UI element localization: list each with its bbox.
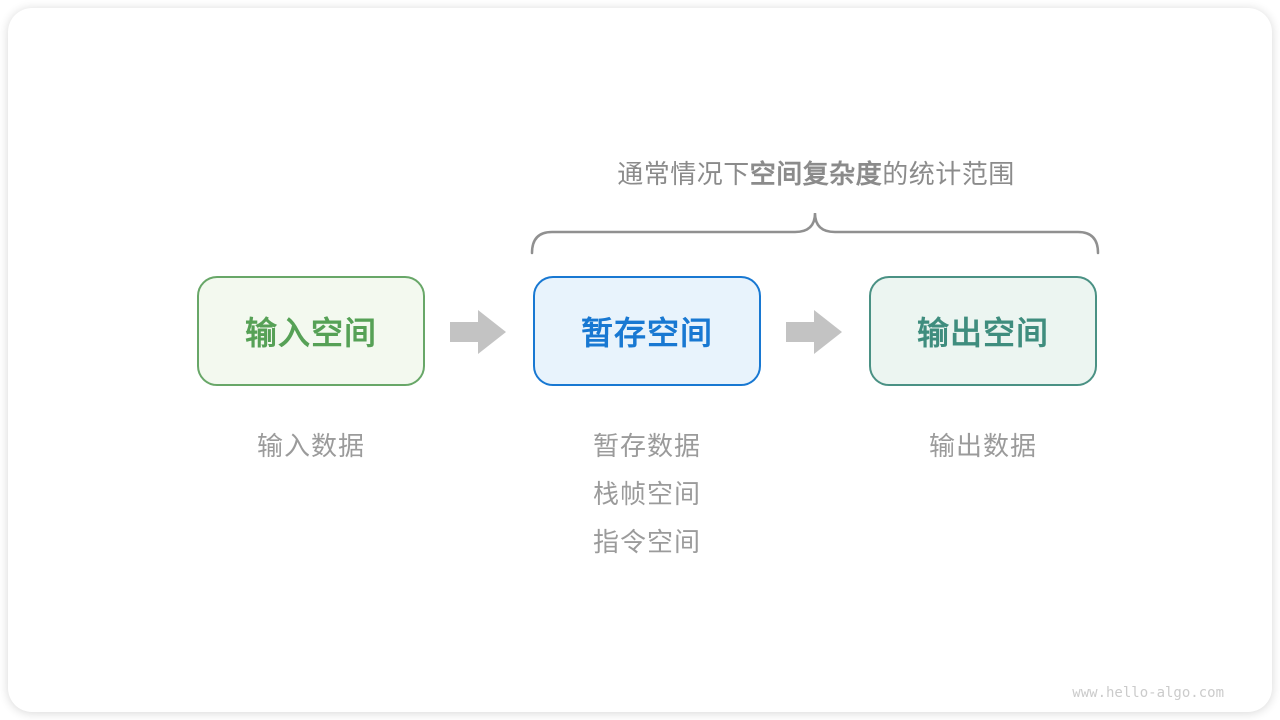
caption-output-column: 输出数据 (869, 431, 1097, 479)
node-buffer-space-label: 暂存空间 (580, 315, 713, 351)
caption-input-column: 输入数据 (197, 431, 425, 479)
watermark-url: www.hello-algo.com (1072, 685, 1224, 701)
scope-brace (530, 212, 1100, 255)
caption-buffer-data: 暂存数据 (592, 431, 701, 461)
node-input-space-label: 输入空间 (244, 315, 377, 351)
node-output-space: 输出空间 (869, 276, 1097, 386)
arrow-right-shape (786, 310, 842, 354)
title-prefix: 通常情况下 (617, 159, 750, 189)
arrow-right-icon (450, 310, 506, 354)
scope-brace-path (530, 212, 1100, 255)
caption-stack-frame-space: 栈帧空间 (592, 479, 701, 509)
title-emphasis: 空间复杂度 (749, 159, 883, 189)
caption-instruction-space: 指令空间 (592, 527, 701, 557)
caption-buffer-column: 暂存数据 栈帧空间 指令空间 (533, 431, 761, 575)
scope-annotation-title: 通常情况下空间复杂度的统计范围 (531, 154, 1101, 191)
title-suffix: 的统计范围 (882, 159, 1015, 189)
node-output-space-label: 输出空间 (916, 315, 1049, 351)
caption-input-data: 输入数据 (256, 431, 365, 461)
caption-output-data: 输出数据 (928, 431, 1037, 461)
arrow-right-shape (450, 310, 506, 354)
node-input-space: 输入空间 (197, 276, 425, 386)
diagram-card: 通常情况下空间复杂度的统计范围 输入空间 暂存空间 输出空间 输入数据 暂存数据… (8, 8, 1272, 712)
arrow-right-icon (786, 310, 842, 354)
node-buffer-space: 暂存空间 (533, 276, 761, 386)
